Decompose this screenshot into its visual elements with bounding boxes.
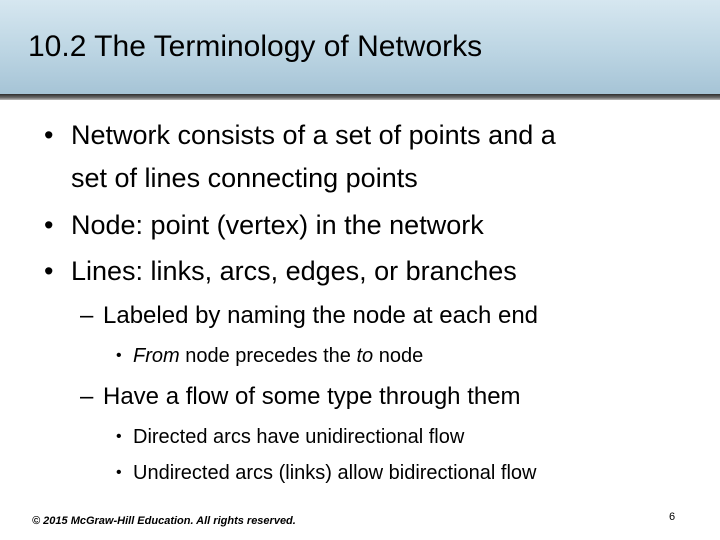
italic-from: From [133, 345, 180, 367]
dash-marker: – [80, 302, 94, 329]
dash-marker: – [80, 383, 94, 410]
bullet-marker: • [44, 256, 54, 286]
sub-bullet-text: Labeled by naming the node at each end [103, 302, 539, 329]
sub-bullet-text: Have a flow of some type through them [103, 383, 521, 410]
bullet-text: Node: point (vertex) in the network [71, 210, 484, 240]
bullet-marker: • [116, 347, 122, 364]
title-divider [0, 94, 720, 100]
sub-sub-bullet-text: Directed arcs have unidirectional flow [133, 426, 465, 448]
bullet-text: Lines: links, arcs, edges, or branches [71, 256, 517, 286]
copyright-footer: © 2015 McGraw-Hill Education. All rights… [32, 515, 296, 527]
text-segment: node [373, 345, 424, 367]
bullet-marker: • [116, 428, 122, 445]
sub-sub-bullet-text: Undirected arcs (links) allow bidirectio… [133, 462, 537, 484]
bullet-marker: • [44, 120, 54, 150]
text-segment: node precedes the [179, 345, 357, 367]
title-bar: 10.2 The Terminology of Networks [0, 0, 720, 94]
italic-to: to [356, 345, 374, 367]
slide-title: 10.2 The Terminology of Networks [28, 30, 483, 63]
bullet-text-line-2: set of lines connecting points [71, 163, 418, 193]
bullet-text-line-1: Network consists of a set of points and … [71, 120, 556, 150]
sub-sub-bullet-text: From node precedes the to node [133, 342, 423, 370]
bullet-marker: • [44, 210, 54, 240]
bullet-marker: • [116, 464, 122, 481]
page-number: 6 [669, 511, 676, 523]
